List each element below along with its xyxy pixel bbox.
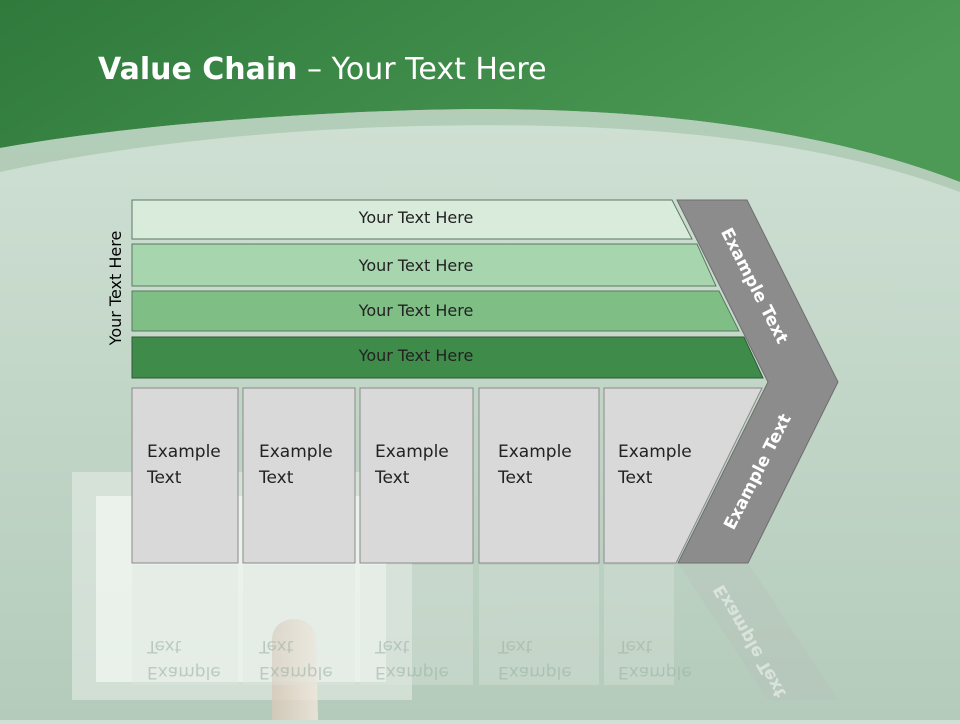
cell-reflection — [243, 565, 355, 685]
cell-reflection — [604, 565, 674, 685]
cell-reflection — [132, 565, 238, 685]
support-bar — [131, 336, 764, 379]
chevron-reflection — [678, 563, 838, 700]
support-bar-label: Your Text Here — [358, 208, 474, 227]
cell-reflection — [360, 565, 473, 685]
primary-cell — [478, 387, 600, 564]
primary-cell — [603, 387, 763, 564]
primary-cell — [359, 387, 474, 564]
support-bar — [131, 243, 717, 287]
primary-cell — [242, 387, 356, 564]
support-bar — [131, 199, 693, 240]
cell-reflection — [479, 565, 599, 685]
support-bar-label: Your Text Here — [358, 346, 474, 365]
support-bar — [131, 290, 740, 332]
finger-graphic — [272, 619, 318, 720]
support-bar-label: Your Text Here — [358, 301, 474, 320]
margin-chevron — [676, 199, 839, 564]
support-bar-label: Your Text Here — [358, 256, 474, 275]
slide-title: Value Chain – Your Text Here — [98, 52, 547, 87]
primary-cell — [131, 387, 239, 564]
